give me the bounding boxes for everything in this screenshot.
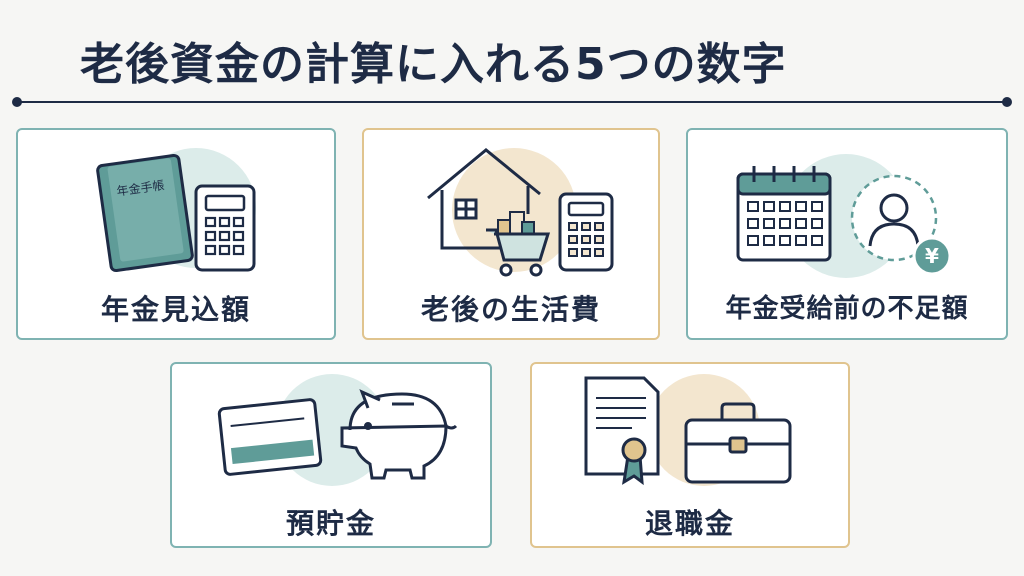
card-living-expenses: 老後の生活費 (362, 128, 660, 340)
shopping-cart-icon (486, 211, 551, 277)
piggy-bank-icon (340, 389, 458, 480)
calculator-icon (558, 192, 614, 272)
yen-symbol: ¥ (925, 244, 939, 268)
card-label: 老後の生活費 (420, 293, 601, 326)
title-divider (18, 101, 1006, 103)
person-icon (850, 174, 938, 262)
card-pre-pension-shortfall: ¥ 年金受給前の不足額 (686, 128, 1008, 340)
divider-dot-left (12, 97, 22, 107)
card-label: 年金受給前の不足額 (725, 294, 969, 324)
card-savings: 預貯金 (170, 362, 492, 548)
page-title: 老後資金の計算に入れる5つの数字 (80, 39, 787, 90)
divider-dot-right (1002, 97, 1012, 107)
card-label: 年金見込額 (100, 293, 251, 326)
yen-coin-icon (912, 236, 952, 276)
calculator-icon (194, 184, 256, 272)
card-retirement-allowance: 退職金 (530, 362, 850, 548)
bankbook-icon (217, 398, 323, 476)
house-icon (427, 148, 541, 250)
card-pension-estimate: 年金手帳 年金見込額 (16, 128, 336, 340)
calendar-icon (736, 166, 832, 262)
certificate-icon (584, 376, 660, 486)
card-label: 退職金 (644, 507, 735, 540)
book-text: 年金手帳 (116, 177, 166, 199)
briefcase-icon (684, 402, 792, 484)
pension-book-icon (96, 153, 194, 273)
card-label: 預貯金 (285, 507, 376, 540)
